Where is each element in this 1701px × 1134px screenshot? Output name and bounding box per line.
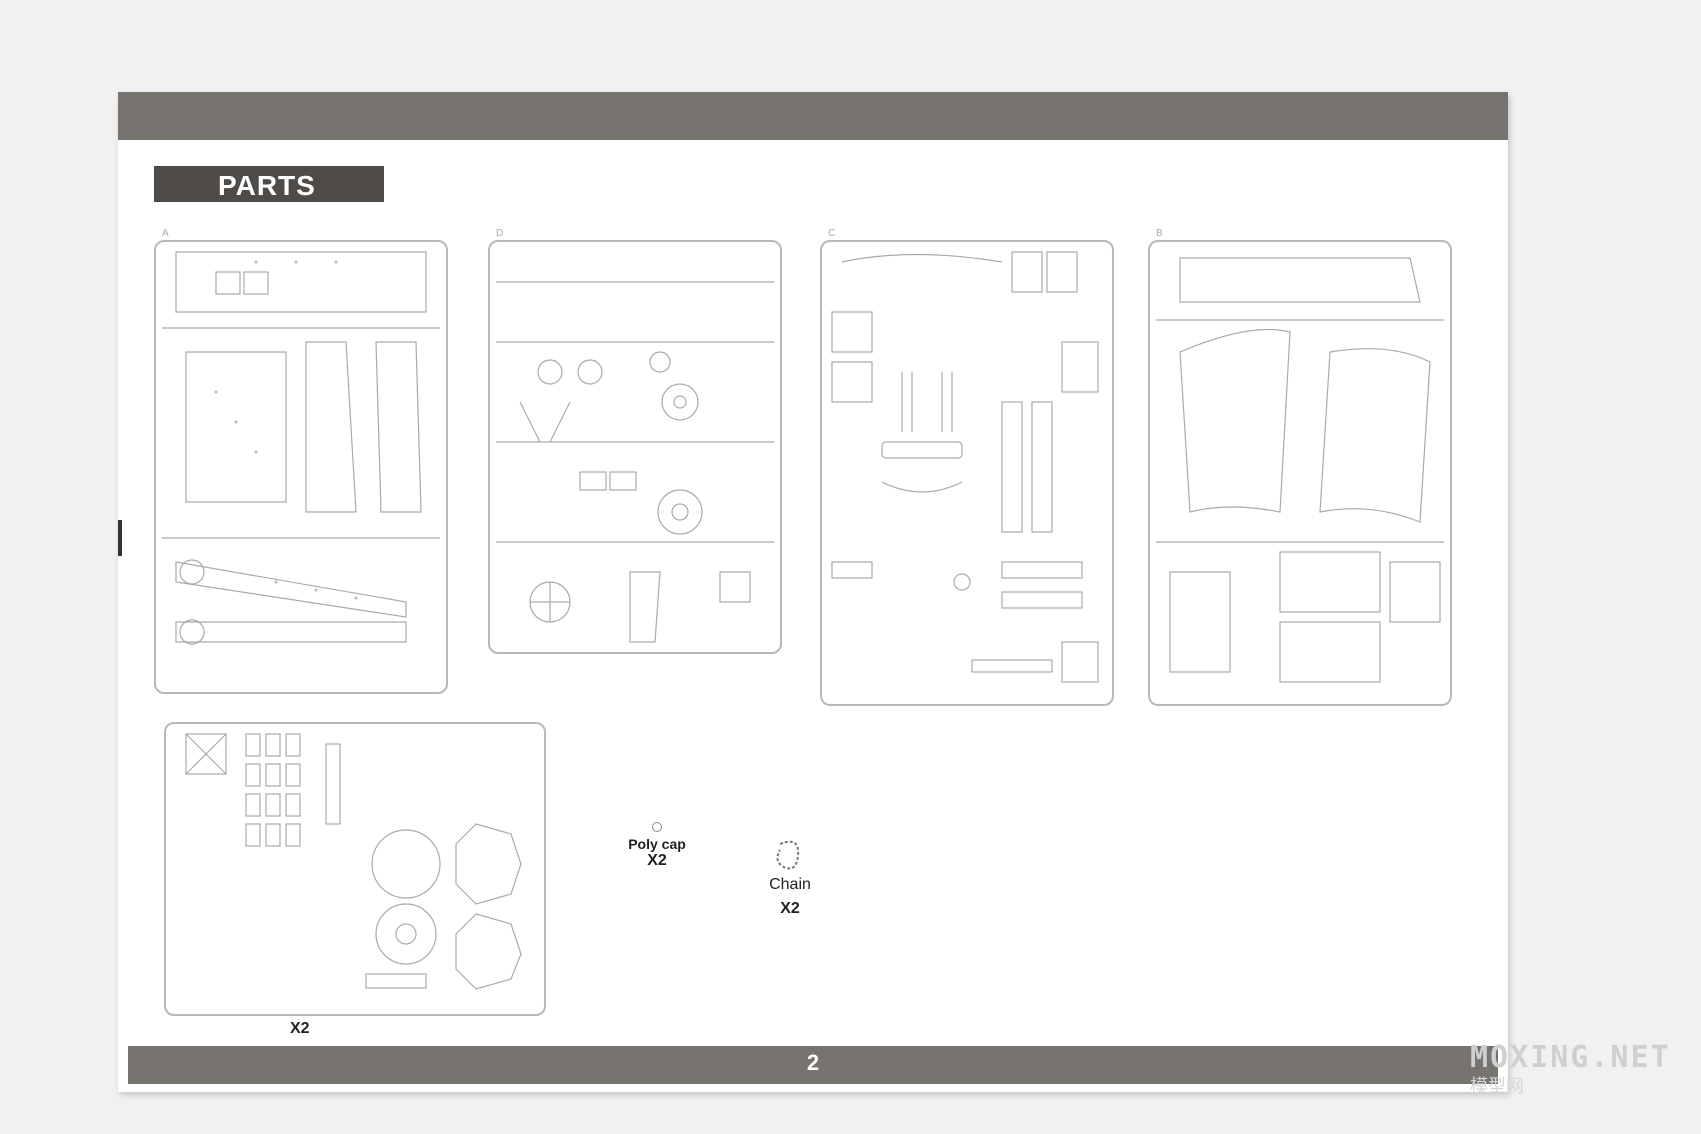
sprue-bottom-left [164,722,546,1016]
chain-group: Chain X2 [760,836,820,918]
binding-mark [118,520,122,556]
instruction-booklet-page: PARTS A [118,92,1508,1092]
sprue-b-parts-drawing [1156,257,1444,683]
sprue-d-label: D [496,228,504,239]
top-band [118,92,1508,140]
bottom-sprue-quantity: X2 [290,1020,310,1037]
sprue-b-label: B [1156,228,1163,239]
chain-label: Chain [769,876,811,893]
sprue-c: C [820,228,1114,706]
sprue-bottom-parts-drawing [185,733,522,990]
watermark: MOXING.NET [1470,1040,1671,1075]
bottom-band: 2 [128,1046,1498,1084]
sprue-a: A [154,228,448,694]
page-number: 2 [806,1050,820,1075]
parts-title: PARTS [218,170,316,201]
polycap-group: Poly cap X2 [612,822,702,870]
polycap-icon [652,822,662,832]
chain-quantity: X2 [780,900,800,917]
sprue-d-parts-drawing [496,281,774,643]
sprue-a-label: A [162,228,169,239]
sprue-c-parts-drawing [831,251,1099,683]
sprue-b: B [1148,228,1452,706]
sprue-a-parts-drawing [162,251,440,645]
chain-icon [776,840,800,870]
parts-header-bar: PARTS [154,166,384,202]
polycap-quantity: X2 [647,852,667,869]
sprue-d: D [488,228,782,654]
sprue-c-label: C [828,228,836,239]
polycap-label: Poly cap [628,836,686,852]
watermark-sub: 模型网 [1470,1076,1524,1096]
